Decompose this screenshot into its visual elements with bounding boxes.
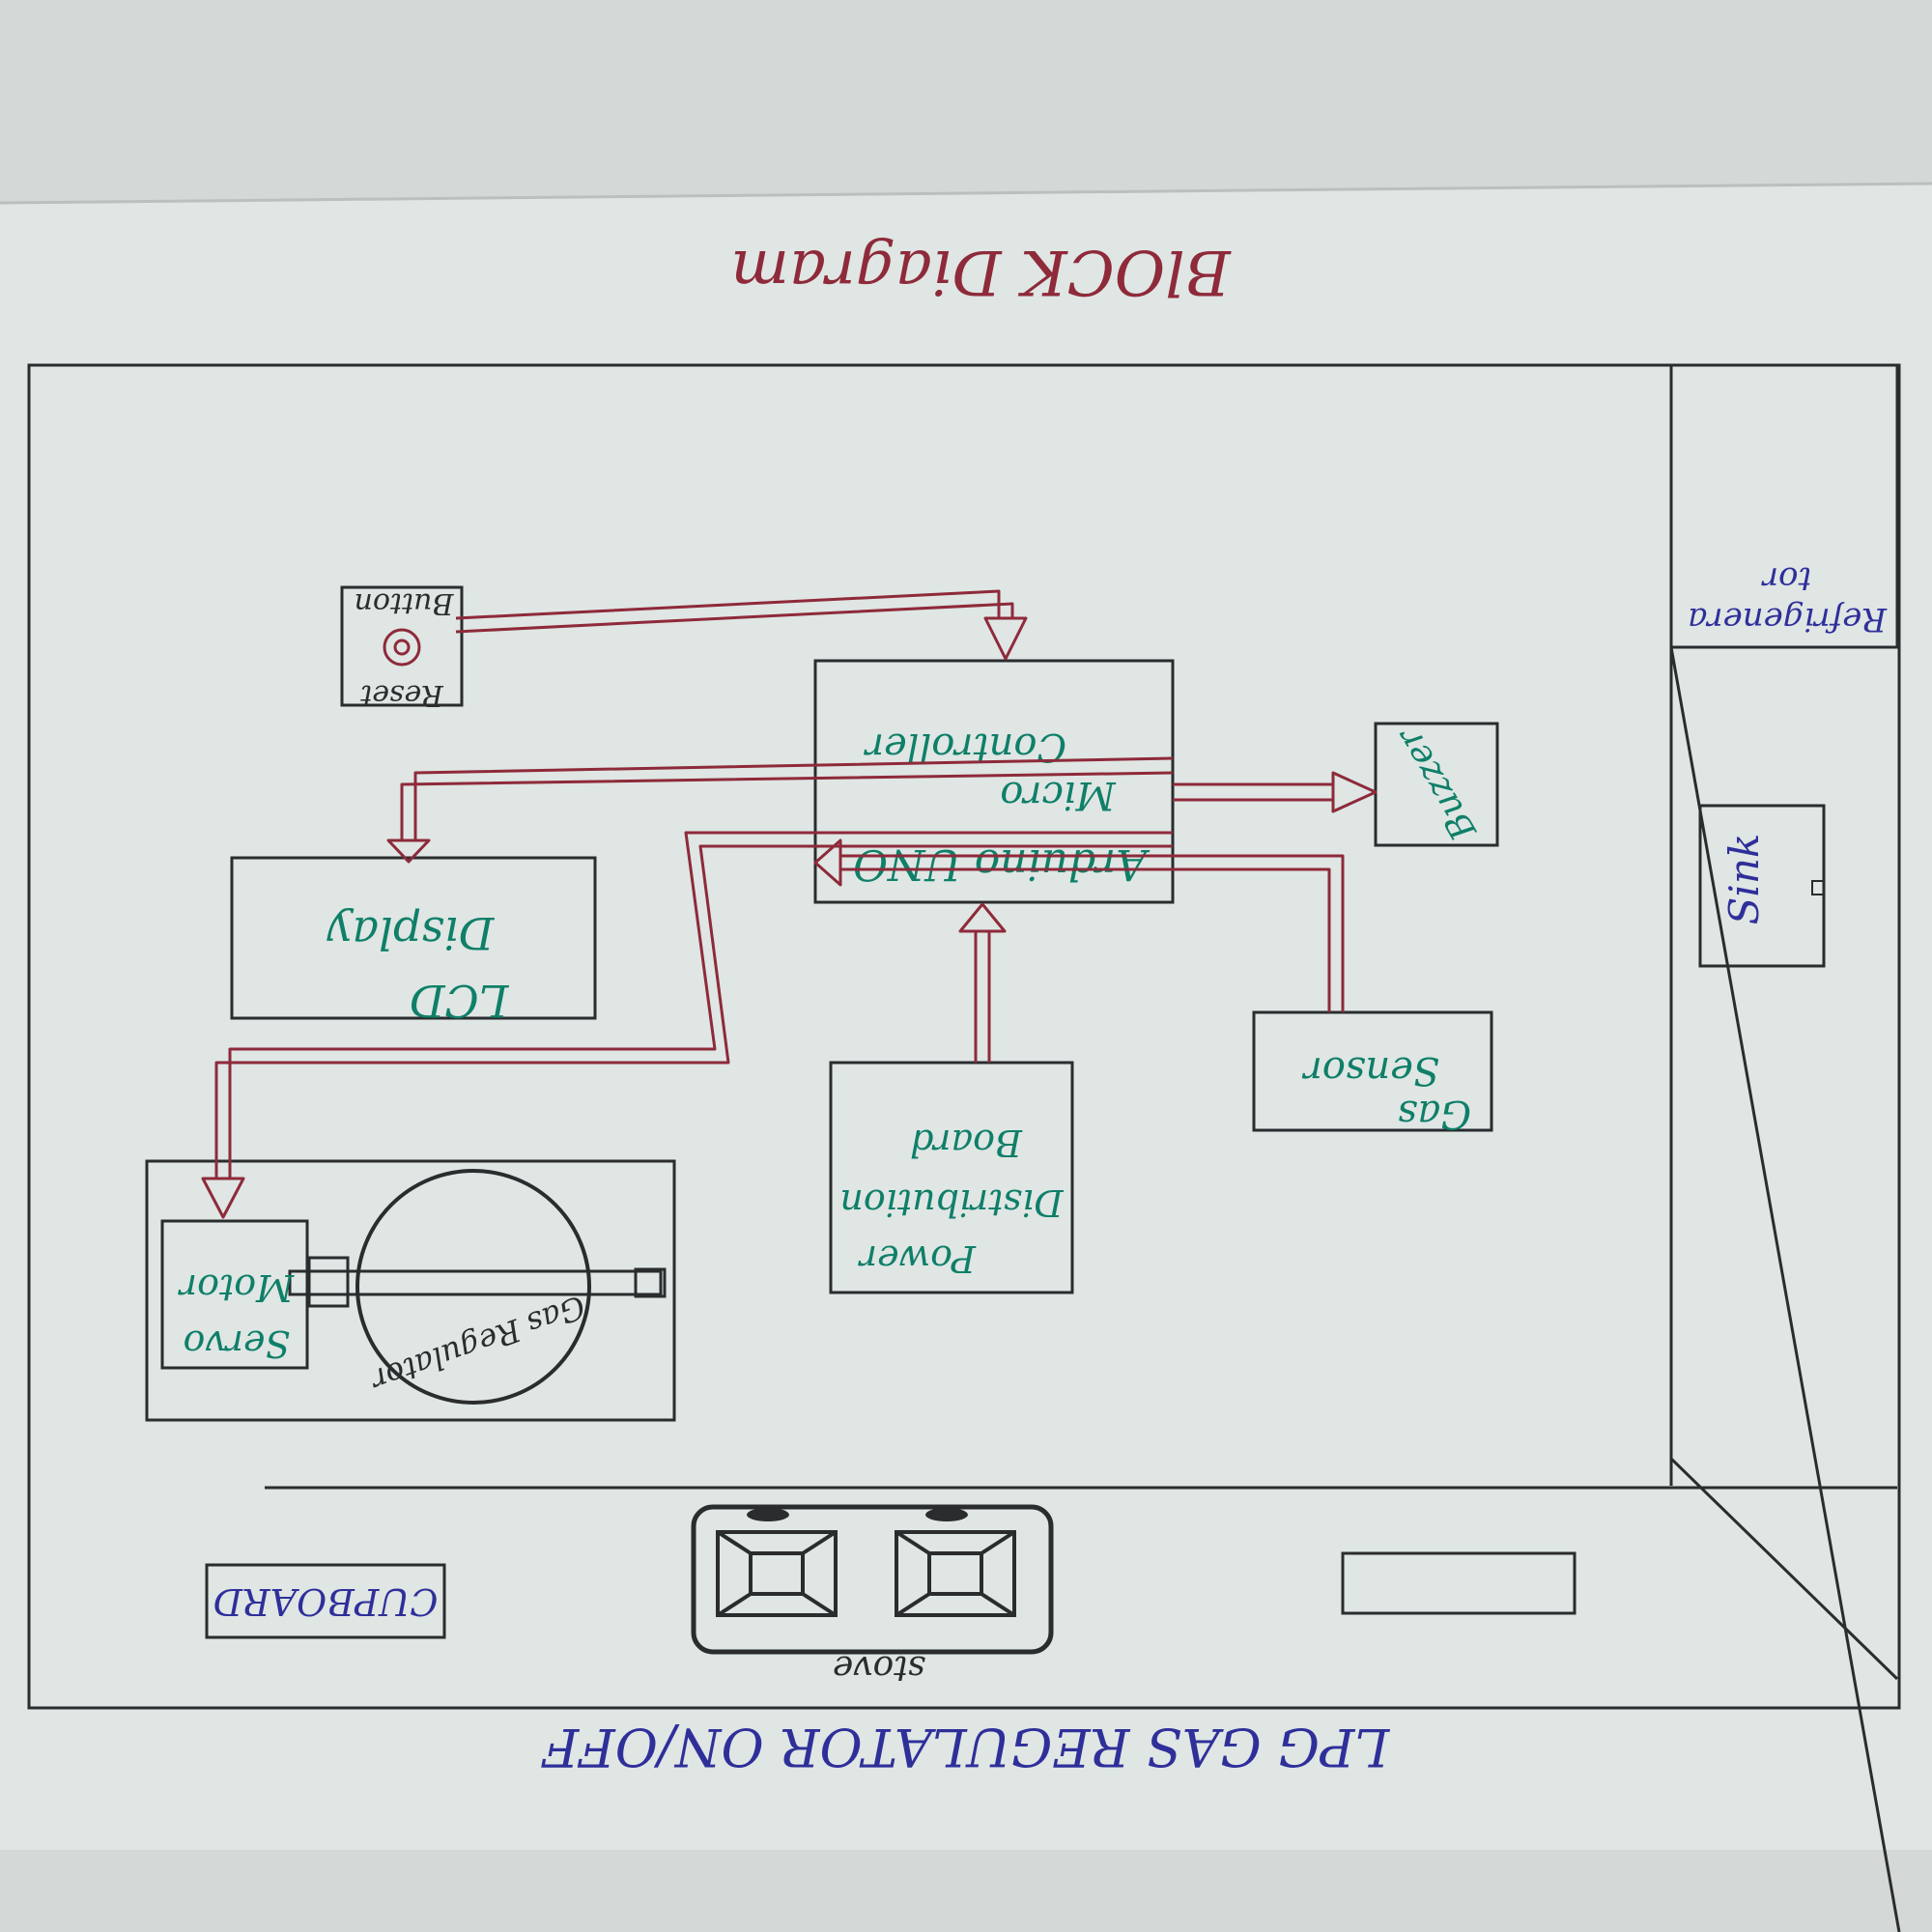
gas-sensor-box xyxy=(1252,1010,1493,1132)
diagram-title: BlOCK Diagram xyxy=(730,236,1231,307)
regulator-rod xyxy=(288,1269,663,1296)
lcd-label-line1: Display xyxy=(327,907,496,959)
paper-sheet xyxy=(0,184,1932,1850)
arrow-arduino-to-servo xyxy=(201,831,1173,1219)
reset-label-line1: Button xyxy=(355,586,455,620)
sink: Sink xyxy=(1698,804,1826,968)
power-label-line1: Board xyxy=(910,1122,1023,1164)
corner-diagonal xyxy=(1669,1457,1899,1681)
sink-label: Sink xyxy=(1720,834,1768,925)
reset-box xyxy=(340,585,464,707)
reset-button-block: Button Reset xyxy=(340,585,464,712)
gas-sensor-label-line1: Sensor xyxy=(1301,1048,1439,1093)
cupboard-label: CUPBOARD xyxy=(213,1580,439,1623)
burner-right-icon xyxy=(716,1530,838,1617)
refrigerator: Refrigenera tor xyxy=(1669,363,1899,649)
outer-wall xyxy=(27,363,1901,1710)
buzzer-box xyxy=(1374,722,1499,847)
arduino-label-line2: Micro xyxy=(1000,773,1116,817)
power-board-box xyxy=(829,1061,1074,1294)
arrow-arduino-to-lcd xyxy=(386,756,1174,864)
servo-coupler xyxy=(307,1256,350,1308)
stove-label: stove xyxy=(833,1648,925,1688)
stove-body xyxy=(691,1504,1054,1655)
power-board-block: Board Distribution Power xyxy=(829,1061,1074,1294)
fridge-divider xyxy=(1669,646,1901,1932)
gas-sensor-block: Sensor Gas xyxy=(1252,1010,1493,1136)
reset-button-icon xyxy=(383,628,421,667)
arrow-reset-to-arduino xyxy=(455,589,1028,661)
lcd-label-line2: LCD xyxy=(410,975,510,1027)
connection-arrows xyxy=(201,589,1378,1219)
refrigerator-label-line2: tor xyxy=(1761,559,1811,598)
refrigerator-label-line1: Refrigenera xyxy=(1688,600,1888,639)
reset-label-line2: Reset xyxy=(359,678,443,712)
servo-label-line1: Motor xyxy=(177,1266,295,1309)
power-label-line2: Distribution xyxy=(839,1181,1064,1224)
stove: stove xyxy=(691,1504,1054,1688)
knob-right-icon xyxy=(747,1508,789,1521)
refrigerator-box xyxy=(1669,363,1899,649)
arrow-sensor-to-arduino xyxy=(813,838,1345,1012)
servo-label-line2: Servo xyxy=(183,1322,290,1365)
gas-sensor-label-line2: Gas xyxy=(1398,1092,1471,1136)
regulator-rod-tip xyxy=(634,1267,667,1298)
burner-left-icon xyxy=(895,1530,1016,1617)
arduino-box xyxy=(813,659,1175,904)
knob-left-icon xyxy=(925,1508,968,1521)
regulator-frame xyxy=(145,1159,676,1422)
arrow-power-to-arduino xyxy=(958,902,1007,1063)
cupboard: CUPBOARD xyxy=(205,1563,446,1639)
gas-regulator-dial xyxy=(355,1169,591,1405)
servo-box xyxy=(160,1219,309,1370)
reset-button-dot-icon xyxy=(393,639,411,656)
drawer-box xyxy=(1341,1551,1577,1615)
cupboard-box xyxy=(205,1563,446,1639)
power-label-line3: Power xyxy=(857,1237,977,1280)
paper-top-edge xyxy=(0,182,1932,205)
arrow-arduino-to-buzzer xyxy=(1173,771,1378,813)
sink-tap-icon xyxy=(1811,880,1825,895)
diagram-caption: LPG GAS REGULATOR ON/OFF xyxy=(540,1717,1390,1777)
